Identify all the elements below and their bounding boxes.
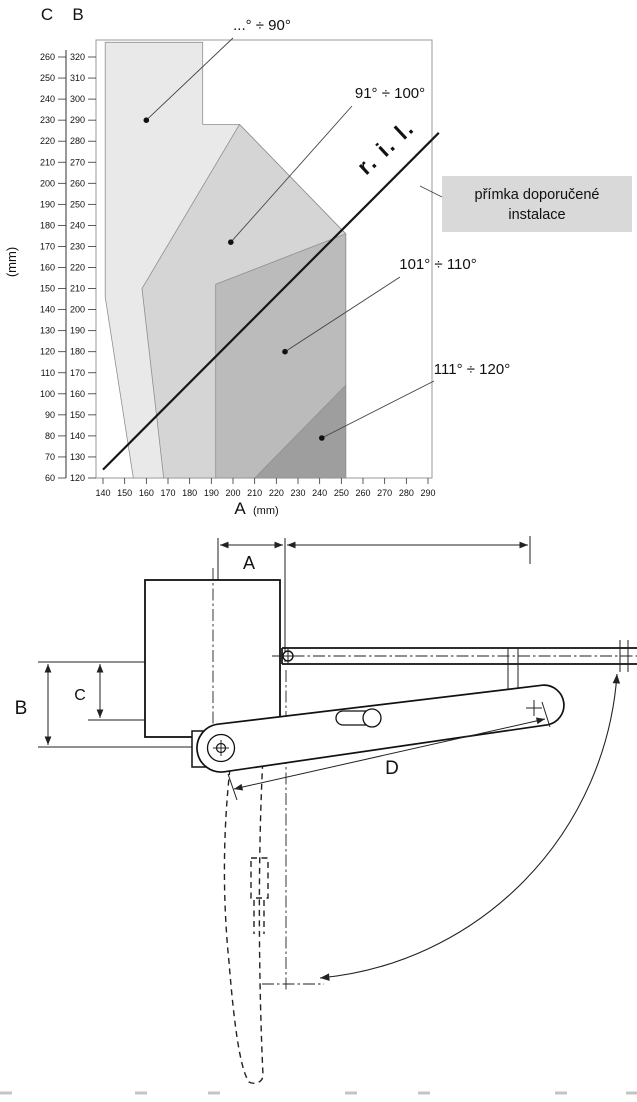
c-tick-label: 200 [40, 178, 55, 188]
b-tick-label: 180 [70, 347, 85, 357]
x-tick-label: 210 [247, 488, 262, 498]
c-tick-label: 250 [40, 73, 55, 83]
zone-leader-2 [284, 276, 401, 353]
c-tick-label: 90 [45, 410, 55, 420]
c-tick-label: 230 [40, 115, 55, 125]
c-tick-label: 180 [40, 220, 55, 230]
c-tick-label: 100 [40, 389, 55, 399]
b-tick-label: 280 [70, 136, 85, 146]
b-tick-label: 200 [70, 305, 85, 315]
c-tick-label: 210 [40, 157, 55, 167]
x-tick-label: 200 [225, 488, 240, 498]
x-axis-letter: A [234, 499, 246, 518]
b-tick-label: 320 [70, 52, 85, 62]
c-tick-label: 220 [40, 136, 55, 146]
x-tick-label: 240 [312, 488, 327, 498]
c-tick-label: 190 [40, 199, 55, 209]
b-tick-label: 290 [70, 115, 85, 125]
ril-label: r. i. l. [352, 114, 420, 180]
zone-leader-0 [145, 37, 234, 121]
b-tick-label: 230 [70, 241, 85, 251]
b-tick-label: 260 [70, 178, 85, 188]
x-tick-label: 260 [355, 488, 370, 498]
b-tick-label: 120 [70, 473, 85, 483]
b-tick-label: 170 [70, 368, 85, 378]
c-tick-label: 140 [40, 305, 55, 315]
c-axis-letter: C [41, 5, 53, 24]
c-tick-label: 60 [45, 473, 55, 483]
gate-post [144, 579, 281, 738]
swing-arc [319, 673, 621, 981]
c-tick-label: 110 [41, 368, 55, 378]
b-tick-label: 220 [70, 263, 85, 273]
x-tick-label: 290 [420, 488, 435, 498]
recommended-installation-line [102, 132, 440, 471]
arm-slot-hole [362, 708, 382, 728]
c-tick-label: 170 [40, 241, 55, 251]
installation-chart: 60 70 80 90 100 110 120 130 140 150 160 170 180 190 20… [4, 5, 632, 518]
zone-leader-1 [230, 105, 353, 243]
dimension-drawing-section: A B C [0, 522, 637, 1102]
zone-dot-0 [143, 117, 150, 123]
b-tick-label: 130 [70, 452, 85, 462]
zone-label-3: 111° ÷ 120° [434, 361, 510, 378]
callout-leader [419, 185, 443, 198]
ext-line-d-left [227, 773, 238, 801]
gate-leaf-closed-dashed [223, 737, 265, 1085]
b-tick-label: 250 [70, 199, 85, 209]
x-tick-label: 150 [117, 488, 132, 498]
x-tick-label: 230 [290, 488, 305, 498]
b-tick-label: 140 [70, 431, 85, 441]
dim-d-label: D [385, 758, 399, 779]
b-tick-label: 300 [70, 94, 85, 104]
zone-region-3 [253, 384, 347, 479]
zone-dot-2 [282, 348, 288, 355]
c-tick-label: 80 [45, 431, 55, 441]
x-tick-label: 180 [182, 488, 197, 498]
c-tick-label: 150 [40, 284, 55, 294]
dim-c-label: C [74, 687, 86, 704]
zone-dot-1 [228, 239, 234, 245]
b-tick-label: 150 [70, 410, 85, 420]
b-tick-label: 310 [70, 73, 85, 83]
x-tick-label: 160 [139, 488, 154, 498]
callout-box [442, 176, 632, 232]
callout-line-1: přímka doporučené [475, 187, 600, 203]
gate-operator-drawing: A B C [0, 536, 637, 1095]
c-tick-label: 160 [40, 263, 55, 273]
zone-leader-3 [321, 380, 435, 439]
x-axis-unit: (mm) [253, 505, 279, 517]
x-tick-label: 270 [377, 488, 392, 498]
x-tick-label: 140 [95, 488, 110, 498]
dim-b-label: B [15, 698, 28, 719]
x-tick-label: 220 [269, 488, 284, 498]
c-tick-label: 240 [40, 94, 55, 104]
installation-chart-section: 60 70 80 90 100 110 120 130 140 150 160 170 180 190 20… [0, 0, 637, 522]
b-tick-label: 160 [70, 389, 85, 399]
b-tick-label: 190 [70, 326, 85, 336]
y-unit-label: (mm) [4, 247, 19, 277]
closed-bracket-dashed [250, 857, 269, 899]
c-tick-label: 70 [45, 452, 55, 462]
zone-label-0: ...° ÷ 90° [233, 17, 291, 34]
b-tick-label: 240 [70, 220, 85, 230]
x-tick-label: 170 [160, 488, 175, 498]
x-tick-label: 250 [334, 488, 349, 498]
b-tick-label: 210 [70, 284, 85, 294]
zone-label-1: 91° ÷ 100° [355, 85, 425, 102]
callout-line-2: instalace [508, 207, 565, 223]
c-tick-label: 260 [40, 52, 55, 62]
dim-a-label: A [243, 553, 255, 573]
c-tick-label: 120 [40, 347, 55, 357]
zone-label-2: 101° ÷ 110° [399, 256, 477, 273]
c-tick-label: 130 [40, 326, 55, 336]
zone-dot-3 [319, 435, 325, 441]
x-tick-label: 280 [399, 488, 414, 498]
x-tick-label: 190 [204, 488, 219, 498]
b-tick-label: 270 [70, 157, 85, 167]
b-axis-letter: B [72, 5, 83, 24]
